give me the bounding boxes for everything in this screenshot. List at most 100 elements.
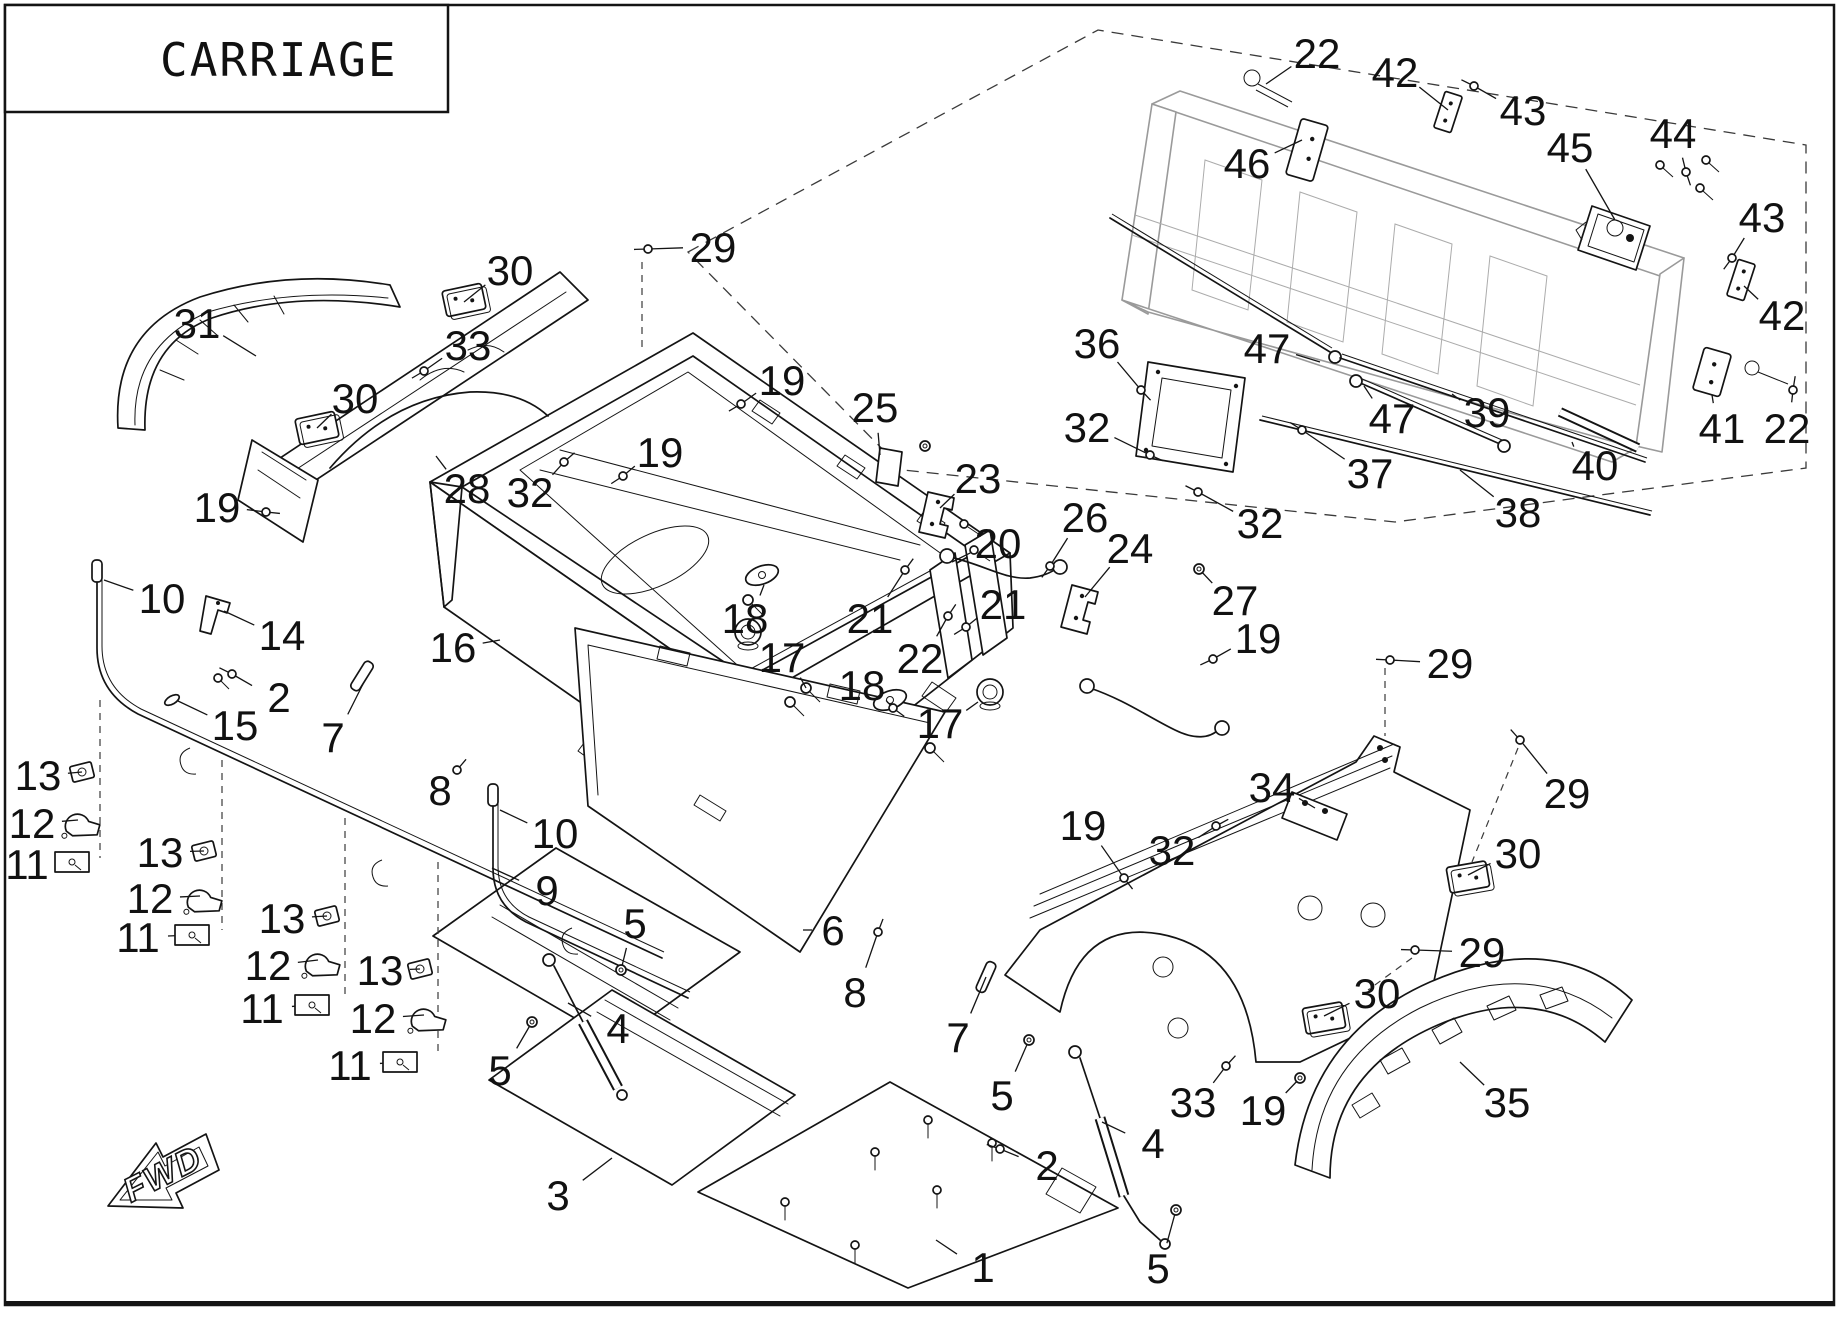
callout-label: 13 (15, 752, 62, 799)
callout-label: 3 (546, 1172, 569, 1219)
callout-label: 20 (975, 520, 1022, 567)
callout-label: 30 (1354, 970, 1401, 1017)
callout-label: 22 (897, 635, 944, 682)
callout-label: 9 (535, 867, 558, 914)
callout-13: 13 (15, 752, 83, 799)
callout-30: 30 (316, 375, 379, 429)
callout-label: 8 (843, 969, 866, 1016)
callout-46: 46 (1224, 139, 1303, 187)
callout-label: 29 (1544, 770, 1591, 817)
callout-label: 21 (847, 595, 894, 642)
callout-42: 42 (1743, 285, 1806, 339)
callout-label: 37 (1347, 450, 1394, 497)
front-panel-sketch (574, 627, 946, 953)
callout-35: 35 (1459, 1061, 1531, 1126)
callout-label: 38 (1495, 489, 1542, 536)
callout-13: 13 (357, 947, 421, 994)
callout-5: 5 (1146, 1204, 1182, 1292)
tailgate-rods-sketch (1109, 213, 1653, 516)
callout-40: 40 (1571, 441, 1618, 489)
callout-label: 14 (259, 612, 306, 659)
callout-label: 7 (321, 714, 344, 761)
callout-label: 11 (5, 841, 49, 888)
callout-label: 44 (1650, 110, 1697, 157)
callout-18: 18 (839, 662, 905, 717)
callout-2: 2 (986, 1142, 1059, 1189)
floor-screws (780, 1115, 997, 1264)
callout-36: 36 (1074, 320, 1152, 401)
callout-26: 26 (1041, 494, 1109, 578)
callout-31: 31 (174, 300, 257, 357)
callout-label: 41 (1699, 405, 1746, 452)
callout-12: 12 (245, 942, 319, 989)
callout-45: 45 (1547, 124, 1616, 221)
callout-29: 29 (1375, 640, 1474, 687)
callout-6: 6 (803, 907, 845, 954)
callout-22: 22 (1764, 376, 1810, 452)
callout-label: 35 (1484, 1079, 1531, 1126)
right-side-panel-sketch (1004, 735, 1471, 1063)
callout-4: 4 (1101, 1120, 1165, 1167)
callout-label: 30 (332, 375, 379, 422)
callout-13: 13 (137, 829, 205, 876)
callout-label: 19 (194, 484, 241, 531)
callout-2: 2 (219, 667, 291, 721)
callout-label: 2 (267, 674, 290, 721)
latch-sketch (1575, 205, 1651, 271)
callout-label: 13 (137, 829, 184, 876)
callout-32: 32 (1185, 485, 1283, 547)
callout-29: 29 (1400, 929, 1505, 976)
callout-28: 28 (435, 455, 490, 512)
callout-44: 44 (1650, 110, 1697, 186)
callout-label: 42 (1372, 49, 1419, 96)
callout-5: 5 (488, 1016, 538, 1094)
callout-label: 17 (759, 634, 806, 681)
callout-12: 12 (127, 875, 201, 922)
callout-30: 30 (1323, 970, 1401, 1017)
callout-label: 12 (9, 800, 56, 847)
callout-25: 25 (852, 384, 898, 456)
callout-17: 17 (759, 634, 807, 689)
callout-47: 47 (1244, 325, 1321, 372)
callout-22: 22 (897, 603, 957, 682)
callout-8: 8 (428, 758, 467, 814)
callout-label: 23 (955, 455, 1002, 502)
callout-label: 26 (1062, 494, 1109, 541)
callout-label: 24 (1107, 525, 1154, 572)
callout-label: 11 (240, 985, 284, 1032)
callout-30: 30 (1467, 830, 1541, 877)
callout-label: 19 (1235, 615, 1282, 662)
callout-5: 5 (615, 900, 647, 976)
callout-label: 10 (139, 575, 186, 622)
callout-label: 29 (1427, 640, 1474, 687)
callout-14: 14 (223, 610, 306, 659)
callout-11: 11 (240, 985, 330, 1032)
callout-18: 18 (722, 584, 769, 642)
callout-label: 18 (839, 662, 886, 709)
callout-32: 32 (1149, 818, 1229, 874)
callout-34: 34 (1249, 764, 1316, 811)
callout-10: 10 (499, 809, 578, 857)
left-side-panel-sketch (237, 271, 589, 543)
callout-12: 12 (350, 995, 425, 1042)
callout-21: 21 (953, 581, 1026, 635)
callout-label: 7 (946, 1014, 969, 1061)
callout-label: 12 (245, 942, 292, 989)
callout-label: 18 (722, 595, 769, 642)
callout-label: 5 (990, 1072, 1013, 1119)
callout-38: 38 (1459, 469, 1542, 536)
callout-label: 42 (1759, 292, 1806, 339)
callout-label: 19 (1060, 802, 1107, 849)
callout-7: 7 (321, 683, 364, 761)
callout-32: 32 (1064, 404, 1164, 462)
callout-label: 46 (1224, 140, 1271, 187)
cotter-pin-right (1744, 360, 1789, 385)
callout-42: 42 (1372, 49, 1449, 111)
callout-43: 43 (1461, 79, 1546, 134)
callout-label: 47 (1244, 325, 1291, 372)
callout-label: 16 (430, 624, 477, 671)
callout-label: 19 (637, 429, 684, 476)
page-title: CARRIAGE (160, 33, 398, 87)
cotter-pin-top (1243, 69, 1293, 108)
callout-33: 33 (1170, 1055, 1236, 1126)
